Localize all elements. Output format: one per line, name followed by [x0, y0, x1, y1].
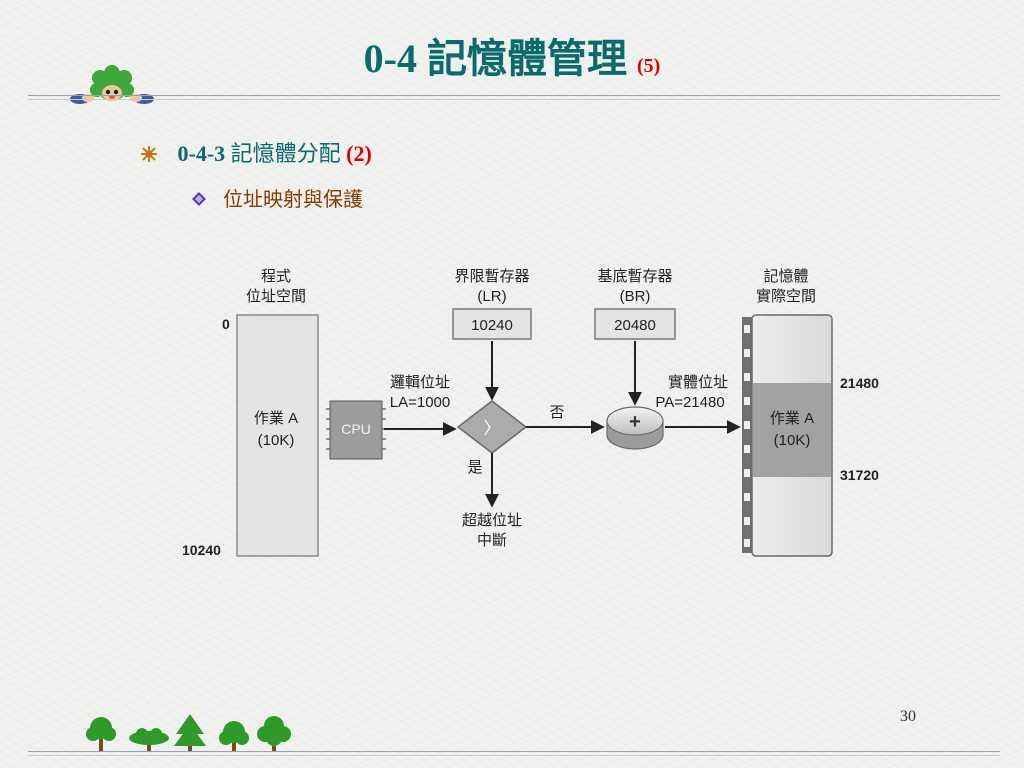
yes-branch-label: 是: [467, 459, 482, 476]
physical-address-value: PA=21480: [655, 394, 724, 411]
program-job-size: (10K): [258, 432, 295, 449]
logical-address-label: 邏輯位址: [390, 374, 450, 391]
adder-cylinder: [606, 406, 664, 450]
program-end-address: 10240: [182, 542, 221, 558]
bullet-level-2: 位址映射與保護: [192, 183, 363, 212]
memory-start-address: 21480: [840, 375, 879, 391]
memory-module: [742, 314, 833, 557]
program-space-label: 程式: [261, 268, 291, 285]
program-space-label: 位址空間: [246, 288, 306, 305]
trees-decoration-icon: [86, 714, 291, 752]
memory-label: 實際空間: [756, 287, 816, 305]
bullet-part: (2): [346, 141, 372, 166]
header-divider: [28, 95, 1000, 100]
slide-title: 0-4 記憶體管理 (5): [0, 26, 1024, 84]
address-mapping-diagram: 程式 位址空間 0 10240 作業 A (10K) CPU 邏輯位址 LA=1…: [182, 268, 879, 558]
bullet-level-1: 0-4-3 記憶體分配 (2): [140, 136, 372, 168]
memory-end-address: 31720: [840, 467, 879, 483]
memory-job-size: (10K): [774, 432, 811, 449]
program-start-address: 0: [222, 316, 230, 332]
memory-job-label: 作業 A: [770, 410, 814, 427]
cpu-icon: [326, 400, 386, 460]
trap-label: 超越位址: [462, 512, 522, 529]
compare-symbol: 〉: [484, 419, 501, 438]
diamond-bullet-icon: [192, 192, 206, 206]
limit-register-value: 10240: [471, 317, 513, 334]
base-register-value: 20480: [614, 317, 656, 334]
slide-title-text: 0-4 記憶體管理: [363, 36, 627, 81]
bullet-number: 0-4-3: [177, 141, 226, 166]
star-bullet-icon: [141, 146, 157, 162]
cpu-label: CPU: [341, 421, 371, 437]
logical-address-value: LA=1000: [390, 394, 450, 411]
limit-register-label: 界限暫存器: [454, 268, 529, 285]
no-branch-label: 否: [549, 404, 564, 421]
bullet-text: 記憶體分配: [230, 141, 341, 166]
memory-label: 記憶體: [763, 268, 808, 285]
trap-label: 中斷: [477, 532, 507, 549]
limit-register-abbr: (LR): [477, 288, 506, 305]
base-register-label: 基底暫存器: [597, 268, 672, 285]
limit-register-box: [452, 308, 532, 340]
slide-title-part: (5): [637, 55, 661, 77]
program-job-label: 作業 A: [254, 410, 298, 427]
bullet-text: 位址映射與保護: [223, 189, 363, 211]
footer-divider: [28, 751, 1000, 756]
physical-address-label: 實體位址: [668, 373, 728, 391]
peeking-character-icon: [70, 65, 154, 104]
base-register-box: [594, 308, 676, 340]
page-number: 30: [900, 708, 916, 725]
adder-symbol: +: [629, 411, 641, 433]
program-space-box: [236, 314, 319, 557]
base-register-abbr: (BR): [620, 288, 651, 305]
